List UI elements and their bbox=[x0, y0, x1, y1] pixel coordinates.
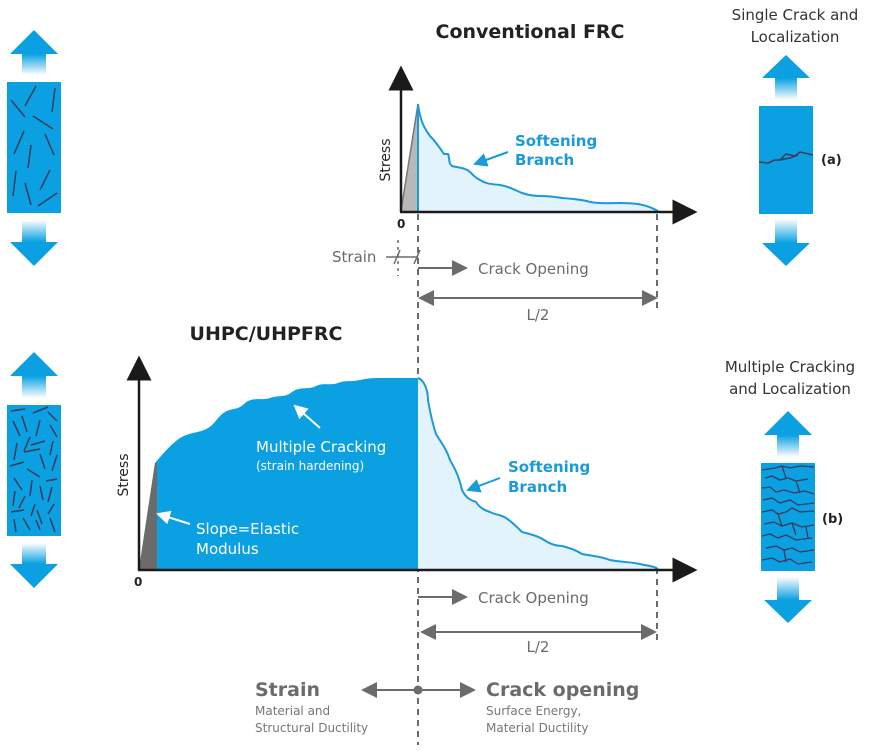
specimen-single-crack: Single Crack and Localization (a) bbox=[732, 6, 859, 266]
hardening-pointer-icon bbox=[293, 404, 321, 429]
softening-area bbox=[418, 378, 658, 569]
hardening-label-2: (strain hardening) bbox=[256, 459, 364, 473]
softening-curve bbox=[417, 103, 659, 212]
tension-arrow-up-icon bbox=[764, 411, 812, 457]
specimen-tag: (b) bbox=[822, 512, 843, 527]
uhpc-chart: UHPC/UHPFRC Stress 0 Multiple Cracking (… bbox=[116, 323, 698, 656]
crack bbox=[758, 151, 814, 164]
tension-arrow-up-icon bbox=[762, 55, 810, 100]
specimen-body bbox=[7, 82, 61, 213]
specimen-body bbox=[761, 463, 815, 571]
origin-label: 0 bbox=[134, 575, 142, 589]
y-axis-label: Stress bbox=[378, 138, 394, 181]
chart-title: Conventional FRC bbox=[436, 21, 625, 43]
softening-pointer-icon bbox=[466, 477, 501, 493]
specimen-title-1: Single Crack and bbox=[732, 6, 859, 24]
cracks bbox=[761, 465, 815, 565]
specimen-title-2: and Localization bbox=[729, 380, 851, 398]
crack-opening-label: Crack Opening bbox=[478, 260, 589, 278]
specimen-body bbox=[759, 106, 813, 214]
specimen-multiple-cracking: Multiple Cracking and Localization (b) bbox=[725, 358, 855, 623]
softening-area bbox=[418, 104, 658, 211]
specimen-conventional bbox=[7, 30, 61, 266]
fibers bbox=[10, 85, 58, 207]
crack-title: Crack opening bbox=[486, 679, 639, 701]
strain-desc-2: Structural Ductility bbox=[255, 721, 368, 735]
specimen-uhpfrc bbox=[7, 352, 61, 588]
strain-crack-legend: Strain Material and Structural Ductility… bbox=[255, 679, 639, 735]
y-axis-label: Stress bbox=[116, 453, 132, 496]
specimen-title-1: Multiple Cracking bbox=[725, 358, 855, 376]
origin-dot bbox=[413, 685, 423, 695]
softening-label-2: Branch bbox=[515, 151, 574, 169]
crack-desc-1: Surface Energy, bbox=[486, 704, 581, 718]
origin-label: 0 bbox=[397, 217, 405, 231]
crack-desc-2: Material Ductility bbox=[486, 721, 589, 735]
chart-title: UHPC/UHPFRC bbox=[190, 323, 343, 345]
hardening-label-1: Multiple Cracking bbox=[256, 438, 386, 456]
strain-title: Strain bbox=[255, 679, 320, 701]
softening-pointer-icon bbox=[473, 151, 509, 167]
slope-pointer-icon bbox=[156, 510, 191, 525]
softening-label-2: Branch bbox=[508, 478, 567, 496]
length-label: L/2 bbox=[527, 638, 550, 656]
hardening-area bbox=[139, 378, 418, 569]
elastic-region bbox=[139, 463, 157, 569]
specimen-title-2: Localization bbox=[751, 28, 840, 46]
softening-label-1: Softening bbox=[515, 132, 597, 150]
slope-label-1: Slope=Elastic bbox=[196, 520, 299, 538]
softening-label-1: Softening bbox=[508, 458, 590, 476]
strain-desc-1: Material and bbox=[255, 704, 330, 718]
softening-curve bbox=[417, 377, 659, 570]
slope-label-2: Modulus bbox=[196, 540, 259, 558]
specimen-tag: (a) bbox=[821, 153, 842, 168]
length-label: L/2 bbox=[527, 306, 550, 324]
strain-label: Strain bbox=[332, 248, 376, 266]
fibers bbox=[9, 406, 58, 533]
crack-opening-label: Crack Opening bbox=[478, 589, 589, 607]
conventional-frc-chart: Conventional FRC Stress 0 Softening Bran… bbox=[332, 21, 698, 324]
